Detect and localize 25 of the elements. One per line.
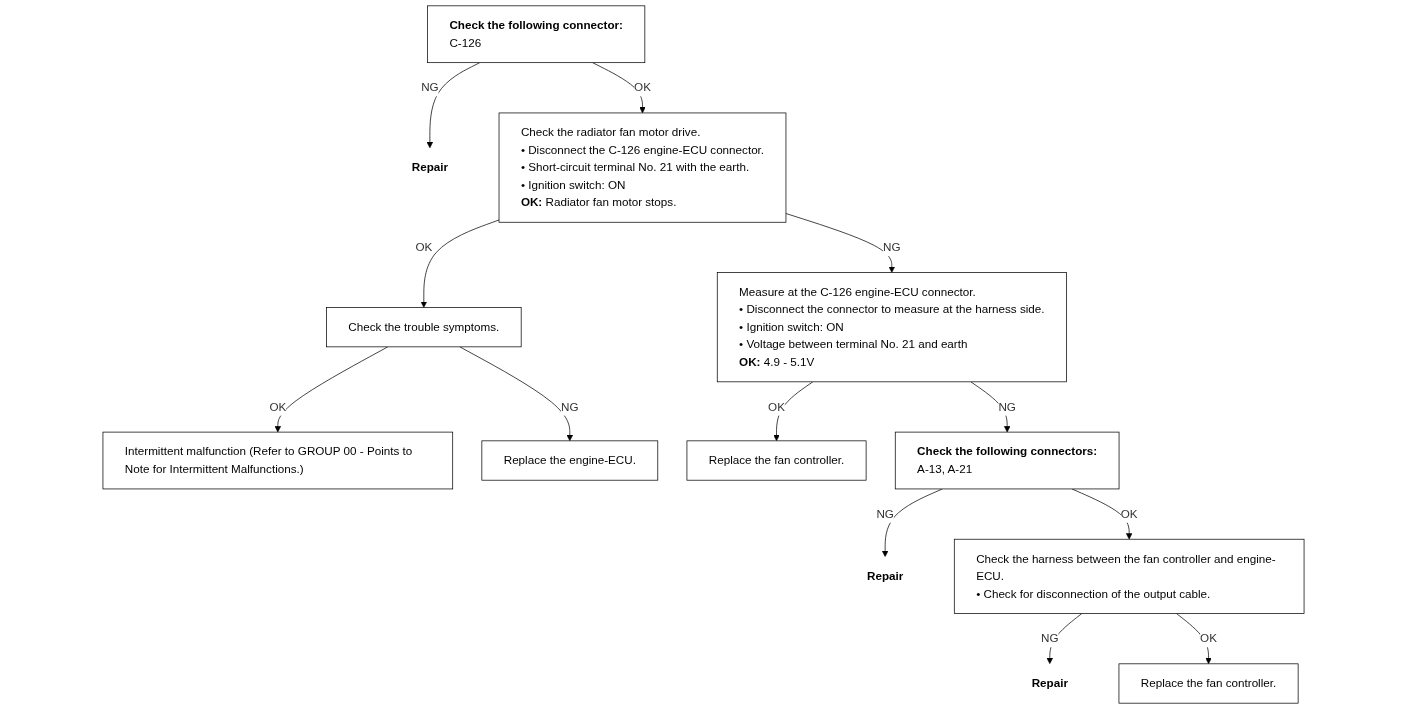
node-box: Check the trouble symptoms.: [326, 307, 522, 348]
edge-label: NG: [421, 81, 439, 94]
node-text: Repair: [867, 569, 904, 583]
node-box: Check the following connectors: A-13, A-21: [894, 431, 1120, 490]
node-box: Replace the fan controller.: [686, 440, 867, 481]
node-box: Intermittent malfunction (Refer to GROUP 00 - Points to Note for Intermittent Malfunctions.): [102, 431, 454, 490]
edge-label: NG: [998, 400, 1016, 413]
node-box: Check the radiator fan motor drive. • Disconnect the C-126 engine-ECU connector. • Short-circuit terminal No. 21 with the earth. • Ignition switch: ON OK: Radiator fan motor stops.: [498, 112, 787, 223]
edge-label: OK: [634, 81, 651, 94]
edge-label: OK: [1200, 632, 1217, 645]
node-text: Repair: [411, 161, 449, 174]
node-text: Repair: [1031, 676, 1068, 690]
edge-label: OK: [269, 400, 287, 413]
node-box: Check the following connector: C-126: [427, 5, 646, 64]
edge-label: NG: [1041, 632, 1059, 645]
edge-label: NG: [883, 240, 901, 254]
edge-label: NG: [561, 400, 579, 413]
edge-label: OK: [415, 240, 433, 254]
node-box: Check the harness between the fan controller and engine-ECU. • Check for disconnection of the output cable.: [953, 538, 1305, 614]
node-box: Measure at the C-126 engine-ECU connector. • Disconnect the connector to measure at the harness side. • Ignition switch: ON • Voltage between terminal No. 21 and earth OK: 4.9 - 5.1V: [716, 272, 1067, 383]
node-box: Replace the engine-ECU.: [481, 440, 659, 481]
edge-label: NG: [876, 507, 894, 520]
node-box: Replace the fan controller.: [1118, 663, 1299, 704]
edge-label: OK: [1120, 507, 1138, 520]
edge-label: OK: [768, 400, 785, 413]
